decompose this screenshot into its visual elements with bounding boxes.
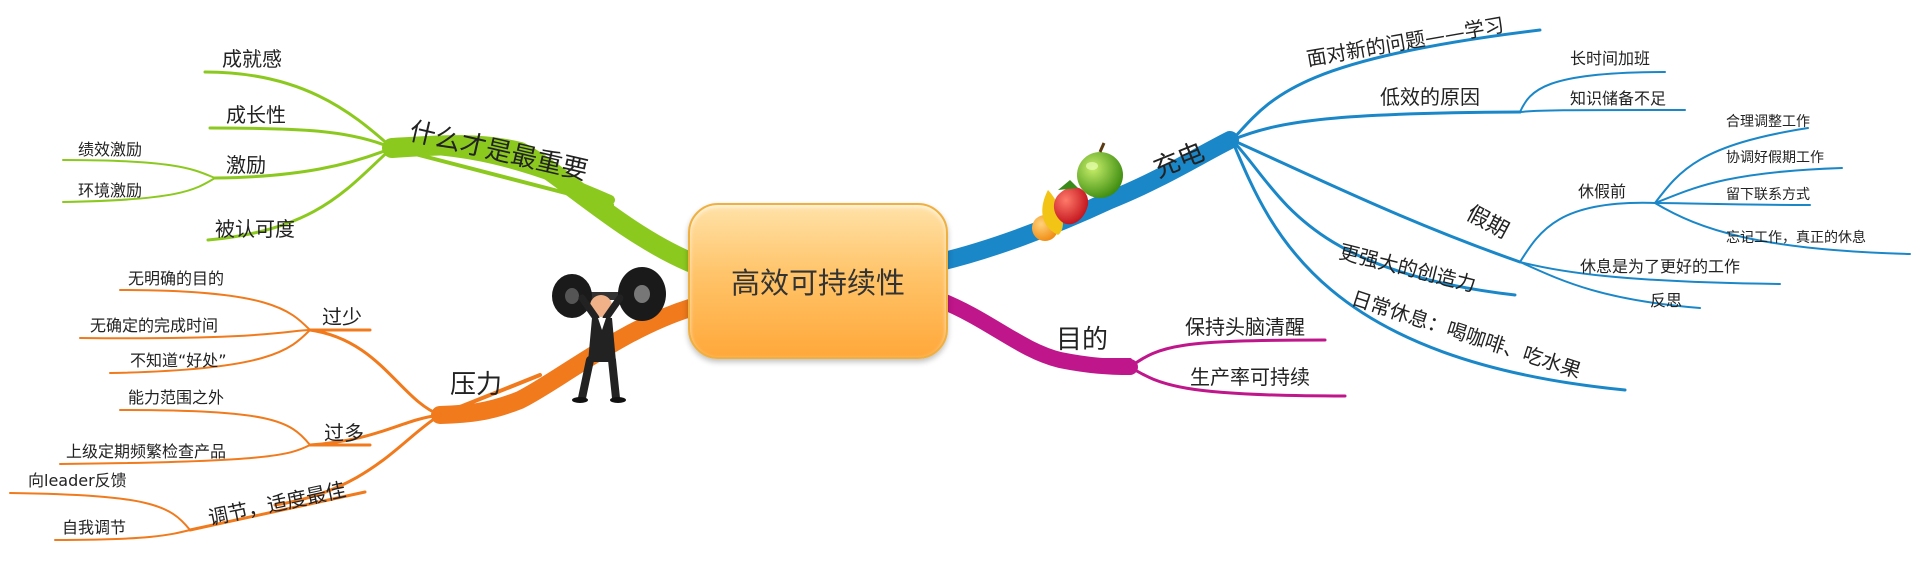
node-learn: 面对新的问题——学习 [1305, 13, 1506, 71]
branch-connector [79, 329, 311, 340]
branch-connector [109, 329, 311, 374]
branch-purpose [932, 292, 1347, 398]
node-daily-rest: 日常休息：喝咖啡、吃水果 [1348, 286, 1584, 383]
weightlifter-illustration [552, 267, 666, 403]
branch-connector [1128, 365, 1347, 398]
branch-connector [1230, 138, 1517, 297]
branch-connector [208, 126, 394, 150]
node-feedback-leader: 向leader反馈 [28, 471, 127, 490]
branch-label-recharge: 充电 [1149, 137, 1208, 184]
branch-connector [308, 328, 442, 417]
branch-underline [1148, 138, 1234, 182]
central-topic-label: 高效可持续性 [730, 266, 905, 300]
branch-connector [9, 492, 191, 531]
branch-connector [1230, 138, 1522, 264]
branch-important [62, 70, 700, 272]
branch-connector [1230, 110, 1522, 142]
node-leave-contact: 留下联系方式 [1726, 187, 1810, 203]
branch-connector [213, 146, 394, 180]
node-rest-better: 休息是为了更好的工作 [1580, 257, 1740, 276]
fruit-illustration [1032, 142, 1123, 241]
node-low-efficiency: 低效的原因 [1380, 85, 1480, 109]
branch-connector [431, 299, 699, 424]
branch-connector [119, 289, 311, 331]
branch-connector [1519, 261, 1701, 309]
branch-connector [1519, 261, 1781, 285]
branch-connector [203, 70, 394, 150]
node-performance-motivation: 绩效激励 [78, 140, 142, 159]
node-recognition: 被认可度 [215, 217, 295, 241]
node-environment-motivation: 环境激励 [78, 181, 142, 200]
node-no-benefit: 不知道“好处” [130, 351, 227, 370]
node-adjust: 调节，适度最佳 [206, 477, 348, 530]
node-sustainable-productivity: 生产率可持续 [1190, 365, 1310, 389]
branch-underline [390, 146, 614, 207]
branch-connector [119, 409, 311, 446]
branch-recharge [931, 28, 1911, 392]
branch-connector [1519, 201, 1656, 263]
branch-connector [1230, 138, 1627, 392]
node-growth: 成长性 [226, 103, 286, 127]
node-vacation: 假期 [1462, 201, 1513, 244]
branch-connector [1654, 167, 1843, 204]
branch-connector [206, 146, 394, 242]
node-frequent-checks: 上级定期频繁检查产品 [66, 442, 226, 461]
branch-connector [932, 292, 1138, 375]
branch-label-purpose: 目的 [1056, 325, 1108, 355]
branch-connector [62, 159, 216, 179]
node-coordinate-work: 协调好假期工作 [1726, 150, 1824, 166]
branch-connector [59, 444, 311, 465]
branch-connector [1230, 28, 1542, 142]
node-before-vacation: 休假前 [1578, 182, 1626, 201]
branch-connector [62, 177, 216, 203]
branch-connector [1519, 71, 1666, 113]
branch-connector [1519, 109, 1686, 113]
branch-connector [1128, 338, 1327, 369]
node-reflect: 反思 [1650, 291, 1682, 310]
branch-connector [1654, 202, 1911, 255]
node-too-much: 过多 [324, 421, 364, 445]
branch-connector [273, 413, 442, 507]
node-motivation: 激励 [226, 153, 266, 177]
node-forget-work: 忘记工作，真正的休息 [1726, 229, 1866, 246]
branch-label-pressure: 压力 [450, 370, 502, 400]
node-no-deadline: 无确定的完成时间 [90, 316, 218, 335]
node-adjust-work: 合理调整工作 [1726, 114, 1810, 130]
node-beyond-ability: 能力范围之外 [128, 388, 224, 407]
branch-connector [1654, 202, 1811, 206]
branch-connector [308, 413, 442, 447]
branch-underline [438, 373, 542, 417]
node-overtime: 长时间加班 [1570, 49, 1650, 68]
node-too-little: 过少 [322, 305, 362, 329]
branch-connector [54, 529, 191, 541]
branch-pressure [9, 289, 699, 541]
node-no-goal: 无明确的目的 [128, 269, 224, 288]
node-self-adjust: 自我调节 [62, 518, 126, 537]
node-achievement: 成就感 [222, 47, 282, 71]
node-knowledge: 知识储备不足 [1570, 89, 1666, 108]
branch-underline [188, 490, 367, 532]
central-topic: 高效可持续性 [688, 203, 948, 359]
branch-connector [387, 143, 615, 205]
branch-connector [1654, 127, 1809, 204]
node-clear-mind: 保持头脑清醒 [1185, 315, 1305, 339]
